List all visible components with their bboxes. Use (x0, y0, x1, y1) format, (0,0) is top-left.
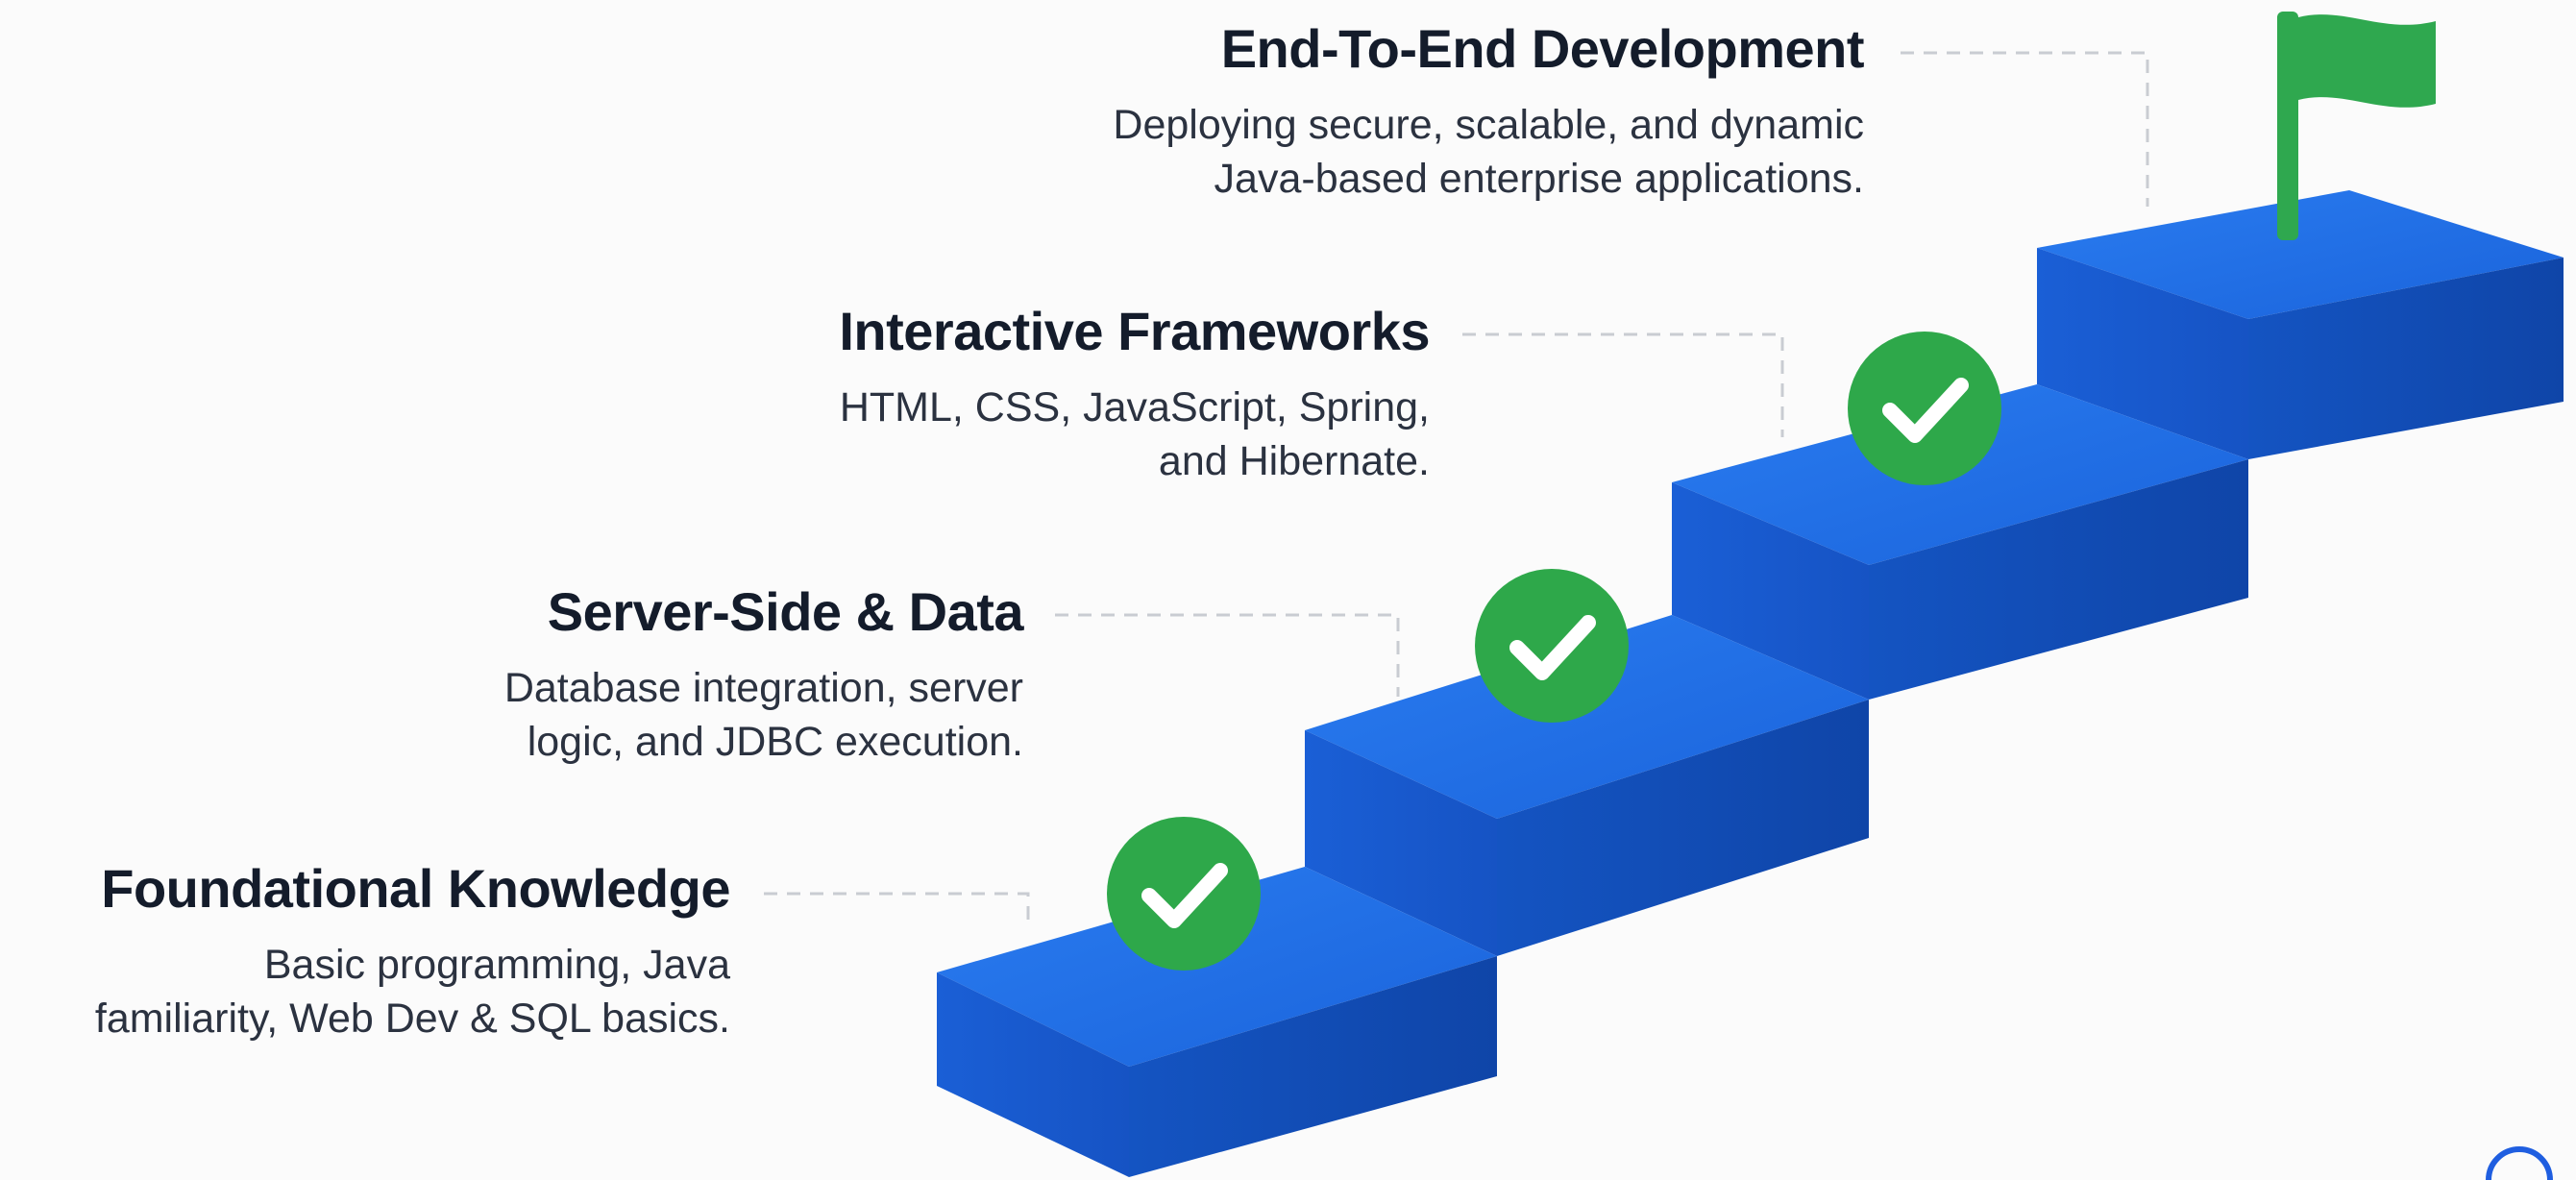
step-description: HTML, CSS, JavaScript, Spring, and Hiber… (373, 381, 1430, 488)
stair-step-1 (937, 867, 1497, 1177)
step-title: Server-Side & Data (547, 581, 1024, 642)
corner-mark (2486, 1146, 2553, 1180)
stair-step-1-top (937, 867, 1497, 1067)
leader-lines (764, 51, 2149, 927)
step-title: Foundational Knowledge (101, 858, 730, 919)
stair-step-3-side (1869, 459, 2248, 700)
step-title: End-To-End Development (1220, 18, 1865, 79)
step-description-line: Java-based enterprise applications. (1214, 156, 1864, 202)
stair-step-2-side (1497, 700, 1869, 956)
step-description: Database integration, server logic, and … (0, 661, 1023, 769)
check-circle-icon (1475, 569, 1629, 723)
step-description-line: familiarity, Web Dev & SQL basics. (94, 996, 730, 1042)
step-description-line: and Hibernate. (1158, 438, 1430, 484)
step-description: Deploying secure, scalable, and dynamic … (807, 98, 1864, 206)
step-description: Basic programming, Java familiarity, Web… (10, 938, 730, 1045)
check-circle-icon (1107, 817, 1261, 971)
step-description-line: Basic programming, Java (263, 942, 730, 988)
step-title: Interactive Frameworks (839, 301, 1430, 361)
step-description-line: Database integration, server (503, 665, 1023, 711)
stair-step-2-front (1305, 730, 1497, 956)
step-description-line: logic, and JDBC execution. (527, 719, 1023, 765)
leader-line-step-2 (1055, 613, 1400, 697)
flag-banner (2298, 14, 2436, 108)
stair-step-4 (2037, 190, 2564, 459)
step-description-line: HTML, CSS, JavaScript, Spring, (839, 384, 1430, 430)
stair-step-4-top (2037, 190, 2564, 319)
stair-step-2-top (1305, 615, 1869, 819)
step-description-line: Deploying secure, scalable, and dynamic (1113, 102, 1864, 148)
leader-line-step-3 (1462, 332, 1784, 437)
step-label-3: Interactive Frameworks HTML, CSS, JavaSc… (373, 300, 1430, 488)
stair-step-4-side (2248, 258, 2564, 459)
flag-icon (2277, 12, 2436, 240)
stair-step-3-front (1672, 482, 1869, 700)
stair-step-2 (1305, 615, 1869, 956)
step-label-2: Server-Side & Data Database integration,… (0, 580, 1024, 769)
stair-step-1-side (1129, 956, 1497, 1177)
check-circle-icon (1848, 332, 2001, 485)
stair-step-1-front (937, 972, 1129, 1177)
flag-pole (2277, 12, 2298, 240)
leader-line-step-1 (764, 892, 1030, 927)
step-label-1: Foundational Knowledge Basic programming… (10, 857, 731, 1045)
step-label-4: End-To-End Development Deploying secure,… (807, 17, 1864, 206)
stair-step-4-front (2037, 248, 2248, 459)
leader-line-step-4 (1901, 51, 2149, 207)
